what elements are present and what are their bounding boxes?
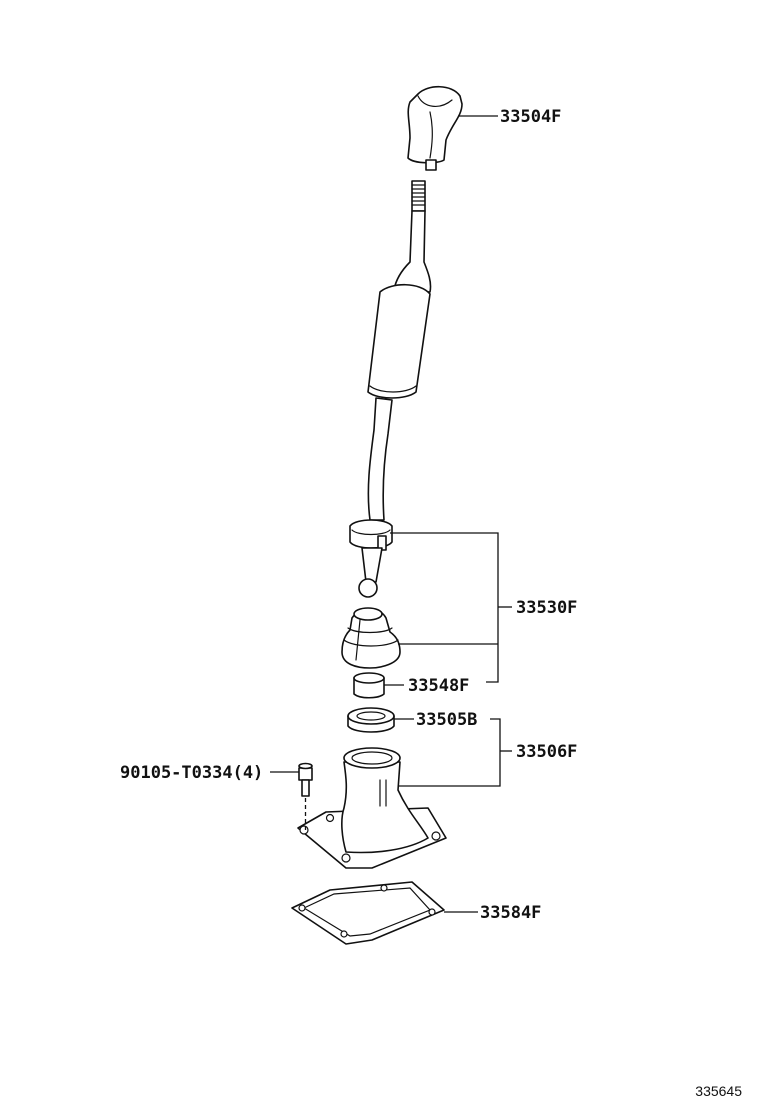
- shift-lever[interactable]: [349, 180, 432, 598]
- figure-id: 335645: [695, 1083, 742, 1099]
- oil-seal[interactable]: [347, 707, 395, 733]
- callout-knob[interactable]: 33504F: [500, 107, 561, 127]
- leader-lever-assy-bracket: [390, 532, 499, 683]
- callout-labels: 33504F 33530F 33548F 33505B 33506F 90105…: [120, 107, 577, 923]
- shift-lever-boot[interactable]: [341, 607, 401, 669]
- gasket[interactable]: [291, 881, 445, 945]
- leader-lines: [270, 115, 512, 913]
- shift-knob[interactable]: [407, 85, 463, 171]
- bushing[interactable]: [353, 672, 385, 699]
- callout-seal[interactable]: 33505B: [416, 710, 477, 730]
- callout-lever-assy[interactable]: 33530F: [516, 598, 577, 618]
- hex-bolt[interactable]: [298, 762, 313, 831]
- callout-retainer-assy[interactable]: 33506F: [516, 742, 577, 762]
- lever-retainer-housing[interactable]: [297, 747, 447, 869]
- leader-retainer-bracket: [398, 718, 501, 787]
- callout-gasket[interactable]: 33584F: [480, 903, 541, 923]
- callout-bushing[interactable]: 33548F: [408, 676, 469, 696]
- callout-bolt[interactable]: 90105-T0334(4): [120, 763, 263, 783]
